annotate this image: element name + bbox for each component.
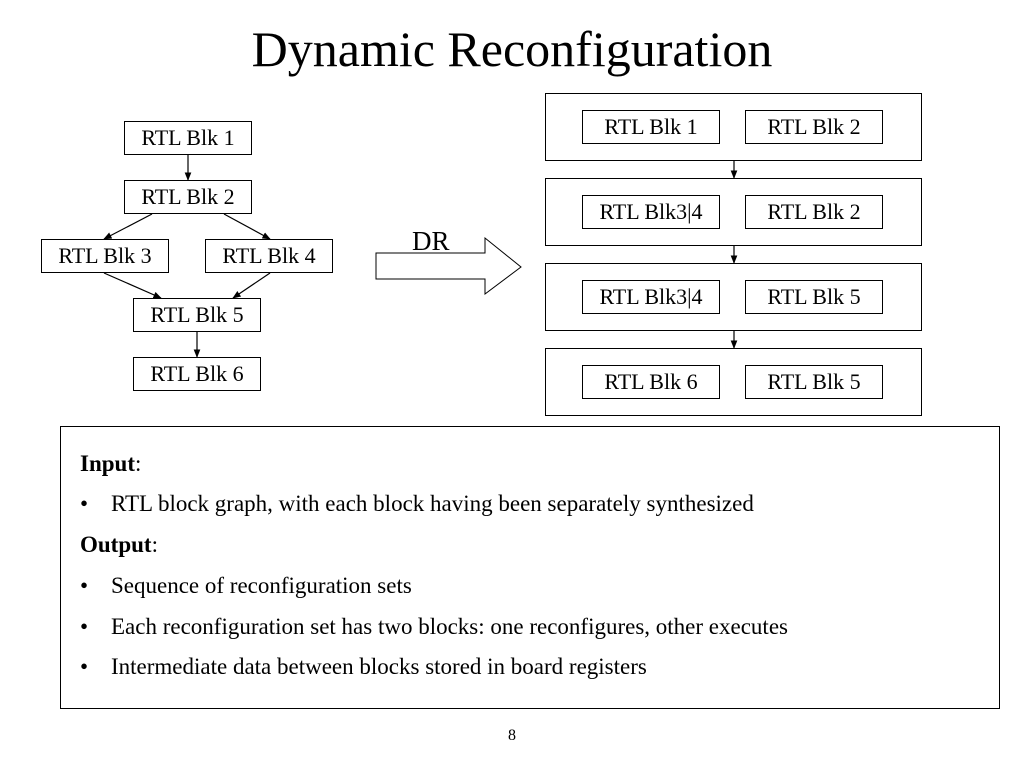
reconfig-set-1: RTL Blk 1 RTL Blk 2 <box>545 93 922 161</box>
graph-block-5: RTL Blk 5 <box>133 298 261 332</box>
edge-blk3-blk5 <box>103 272 162 299</box>
input-bullet: • RTL block graph, with each block having… <box>80 489 754 519</box>
output-label: Output <box>80 532 152 557</box>
set-block-right: RTL Blk 5 <box>745 280 883 314</box>
bullet-text: Each reconfiguration set has two blocks:… <box>111 614 788 639</box>
edge-blk4-blk5 <box>232 272 271 299</box>
output-heading: Output: <box>80 530 158 560</box>
bullet-glyph: • <box>80 614 89 639</box>
dr-label: DR <box>412 226 450 256</box>
set-block-right: RTL Blk 5 <box>745 365 883 399</box>
description-panel: Input: • RTL block graph, with each block… <box>60 426 1000 709</box>
input-label: Input <box>80 451 135 476</box>
reconfig-set-3: RTL Blk3|4 RTL Blk 5 <box>545 263 922 331</box>
set-block-left: RTL Blk3|4 <box>582 195 720 229</box>
input-colon: : <box>134 451 142 476</box>
graph-block-1: RTL Blk 1 <box>124 121 252 155</box>
set-block-left: RTL Blk 6 <box>582 365 720 399</box>
graph-block-6: RTL Blk 6 <box>133 357 261 391</box>
output-bullet: • Sequence of reconfiguration sets <box>80 571 412 601</box>
bullet-text: Sequence of reconfiguration sets <box>111 573 412 598</box>
graph-block-3: RTL Blk 3 <box>41 239 169 273</box>
output-bullet: • Intermediate data between blocks stored… <box>80 652 647 682</box>
reconfig-set-4: RTL Blk 6 RTL Blk 5 <box>545 348 922 416</box>
output-bullet: • Each reconfiguration set has two blocks… <box>80 612 788 642</box>
set-block-left: RTL Blk3|4 <box>582 280 720 314</box>
edge-blk2-blk3 <box>103 213 153 240</box>
edge-blk2-blk4 <box>223 213 271 240</box>
set-block-right: RTL Blk 2 <box>745 195 883 229</box>
page-number: 8 <box>508 727 516 744</box>
bullet-glyph: • <box>80 491 89 516</box>
bullet-text: Intermediate data between blocks stored … <box>111 654 647 679</box>
graph-block-4: RTL Blk 4 <box>205 239 333 273</box>
output-colon: : <box>151 532 158 557</box>
dr-arrow <box>375 236 522 295</box>
reconfig-set-2: RTL Blk3|4 RTL Blk 2 <box>545 178 922 246</box>
set-block-left: RTL Blk 1 <box>582 110 720 144</box>
slide-title: Dynamic Reconfiguration <box>251 21 773 77</box>
bullet-glyph: • <box>80 573 89 598</box>
bullet-glyph: • <box>80 654 89 679</box>
input-heading: Input: <box>80 449 141 479</box>
bullet-text: RTL block graph, with each block having … <box>111 491 754 516</box>
graph-block-2: RTL Blk 2 <box>124 180 252 214</box>
set-block-right: RTL Blk 2 <box>745 110 883 144</box>
